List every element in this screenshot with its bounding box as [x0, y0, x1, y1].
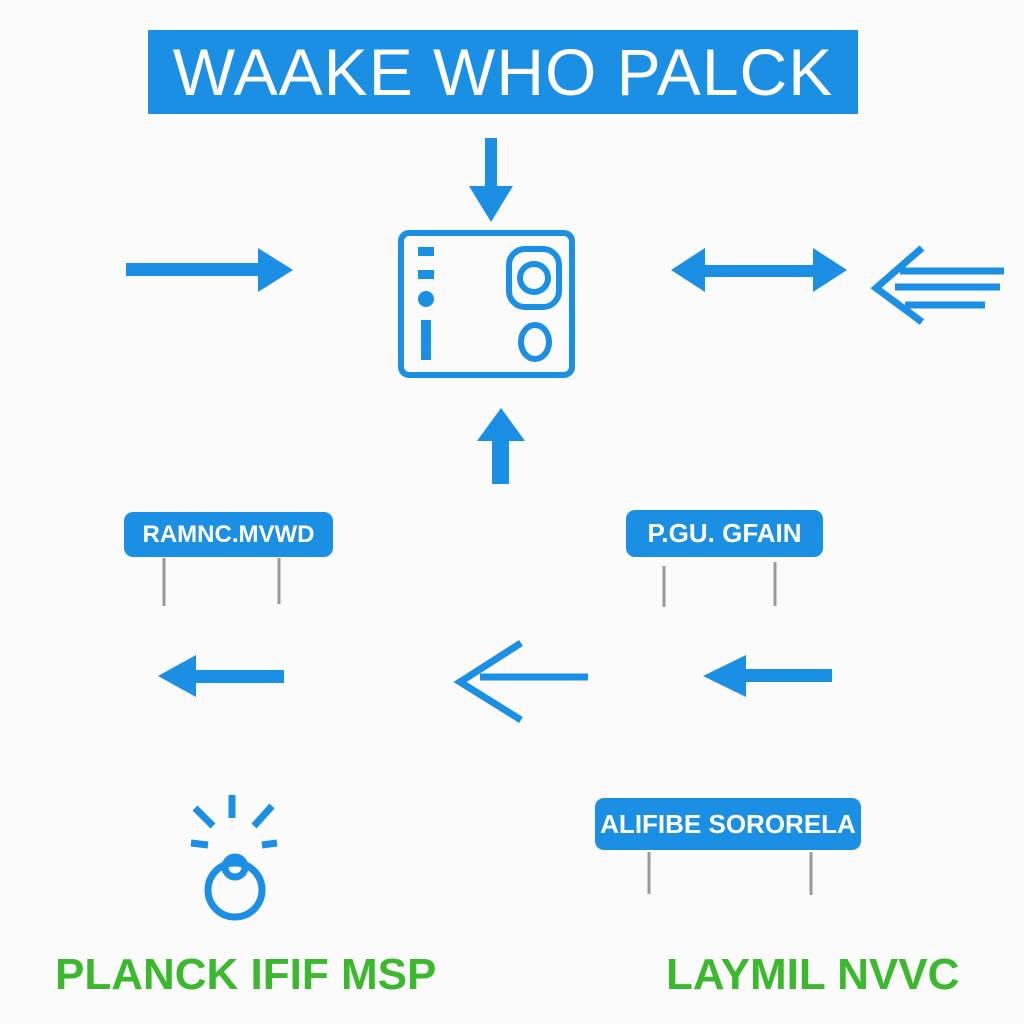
caption-bottom-left: PLANCK IFIF MSP — [55, 950, 437, 999]
arrow-left-row-center — [453, 640, 588, 723]
title-banner: WAAKE WHO PALCK — [148, 30, 858, 114]
arrow-left-row-left — [158, 655, 284, 697]
arrow-right-left — [126, 248, 293, 292]
post-bottom-sign — [647, 852, 813, 895]
sign-bottom: ALIFIBE SORORELA — [595, 798, 861, 850]
sign-left: RAMNC.MVWD — [124, 512, 333, 557]
arrow-left-far-right — [870, 245, 1004, 325]
sign-right: P.GU. GFAIN — [626, 510, 823, 557]
arrow-double-right-side — [671, 248, 847, 292]
caption-bottom-right: LAYMIL NVVC — [666, 950, 960, 999]
post-right-sign — [662, 562, 777, 607]
arrow-up-center — [477, 408, 525, 484]
arrow-left-row-right — [703, 655, 832, 697]
arrow-down-top — [469, 138, 513, 222]
device-icon — [398, 230, 575, 378]
post-left-sign — [162, 558, 281, 606]
alert-ring-icon — [190, 795, 278, 921]
